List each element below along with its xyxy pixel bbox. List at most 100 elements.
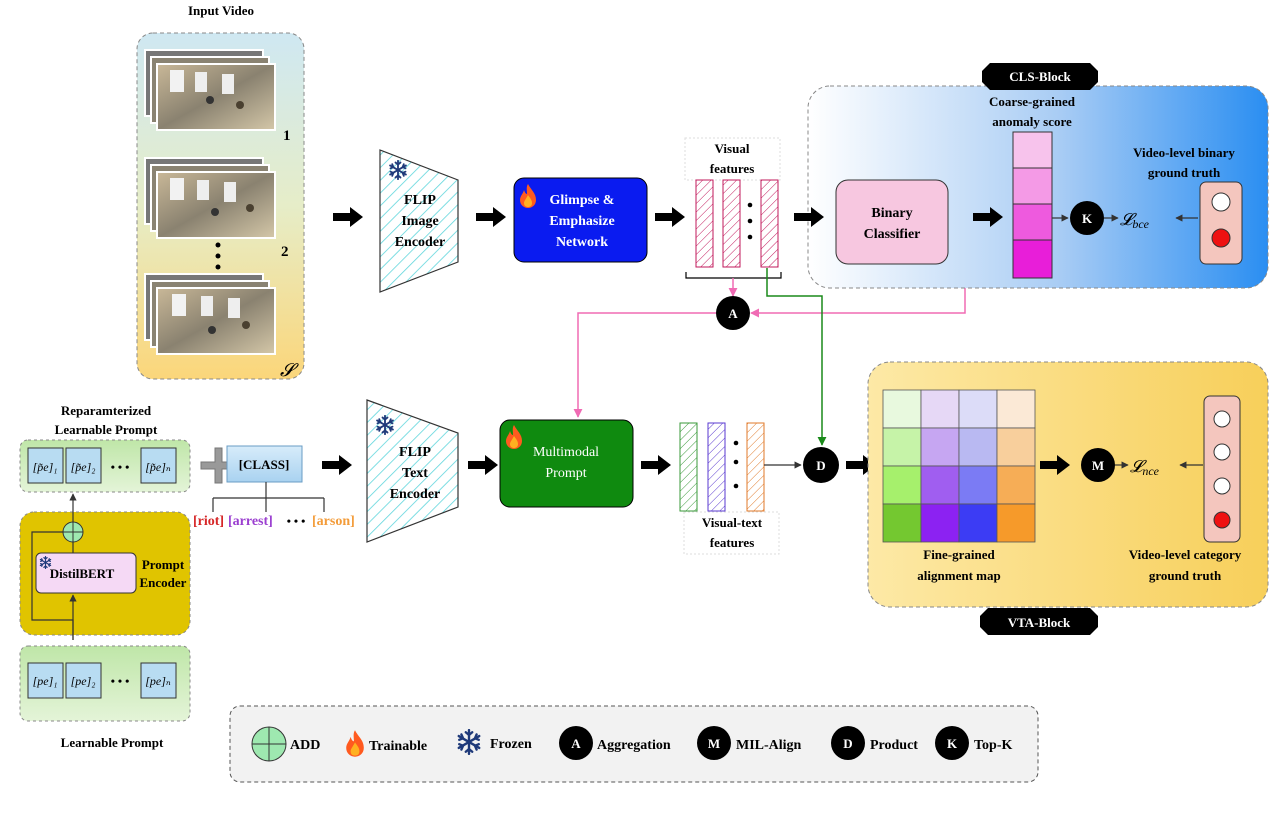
frame-stack-1 [144,49,276,131]
cls-block-tag [982,63,1098,90]
learnable-prompt-label: Learnable Prompt [61,735,164,750]
prompt-encoder-line2: Encoder [140,575,187,590]
binary-ground-truth [1199,181,1243,265]
legend-frozen: Frozen [490,737,532,752]
binary-classifier [835,179,949,265]
vta-block-tag-label: VTA-Block [1008,615,1071,630]
svg-text:[p̃e]₁: [p̃e]₁ [33,460,58,474]
glimpse-network: Glimpse & Emphasize Network [513,177,648,263]
visual-features-line1: Visual [715,141,750,156]
legend-aggregation-icon [559,726,593,760]
image-encoder-line2: Image [401,214,438,229]
glimpse-line1: Glimpse & [550,193,615,208]
category-gt-line2: ground truth [1149,568,1222,583]
learnable-token-n: [pe]ₙ [140,662,177,699]
class-word-ellipsis: • • • [287,514,306,528]
mil-node [1081,448,1115,482]
arrow-glimpse-to-features [655,207,685,227]
arrow-text-encoder-to-multimodal [468,455,498,475]
multimodal-line2: Prompt [545,466,586,481]
legend-add: ADD [290,738,320,753]
binary-classifier-line1: Binary [871,206,912,221]
prompt-encoder-line1: Prompt [142,557,185,572]
legend-mil: MIL-Align [736,738,802,753]
legend-panel [229,705,1039,783]
fine-grained-alignment-map [882,389,1036,543]
learnable-token-2: [pe]₂ [65,662,102,699]
class-token: [CLASS] [226,445,303,483]
frame-number-1: 1 [283,128,291,144]
reparam-token-1: [p̃e]₁ [27,447,64,484]
legend-topk-icon [935,726,969,760]
category-ground-truth [1203,395,1241,543]
coarse-anomaly-score-bar [1012,131,1053,279]
frames-ellipsis [215,242,221,270]
legend-mil-symbol: M [708,736,720,751]
binary-gt-line2: ground truth [1148,165,1221,180]
reparam-token-2: [p̃e]₂ [65,447,102,484]
legend-topk-symbol: K [947,736,958,751]
topk-node-label: K [1082,211,1093,226]
text-encoder-line2: Text [402,466,428,481]
arrow-video-to-encoder [333,207,363,227]
multimodal-prompt: Multimodal Prompt [499,419,634,508]
arrow-class-to-text-encoder [322,455,352,475]
product-node [803,447,839,483]
arrow-multimodal-to-vt-features [641,455,671,475]
multimodal-line1: Multimodal [533,445,599,460]
glimpse-line2: Emphasize [549,214,614,229]
coarse-score-line2: anomaly score [992,114,1072,129]
svg-text:[p̃e]ₙ: [p̃e]ₙ [145,460,171,474]
learnable-ellipsis: • • • [111,674,130,688]
category-gt-line1: Video-level category [1129,547,1242,562]
fine-map-line2: alignment map [917,568,1000,583]
visual-features-label-bg [684,137,781,181]
vt-features-line2: features [710,535,755,550]
add-node [62,521,84,543]
product-node-label: D [816,458,825,473]
image-encoder: FLIP Image Encoder [379,149,459,293]
topk-node [1070,201,1104,235]
frame-number-2: 2 [281,244,289,260]
features-to-product [766,268,827,446]
distilbert-label: DistilBERT [50,566,115,581]
legend-product-icon [831,726,865,760]
image-encoder-line1: FLIP [404,193,436,208]
frame-stack-2 [144,157,276,239]
vta-block-tag [980,608,1098,635]
svg-text:[p̃e]₂: [p̃e]₂ [71,460,96,474]
mil-node-label: M [1092,458,1104,473]
aggregation-node-label: A [728,306,738,321]
input-video-title: Input Video [188,3,254,18]
visual-feature-vectors [695,179,779,268]
class-word-riot: [riot] [193,514,224,529]
aggregation-to-multimodal [573,312,716,418]
class-word-arrest: [arrest] [228,514,273,529]
visual-features-line2: features [710,161,755,176]
frame-stack-n [144,273,276,355]
class-token-tree [212,482,325,512]
aggregation-node [716,296,750,330]
distilbert-box [35,552,137,594]
svg-text:[pe]₂: [pe]₂ [71,674,96,688]
reparam-token-n: [p̃e]ₙ [140,447,177,484]
svg-text:[pe]ₙ: [pe]ₙ [145,674,171,688]
svg-text:[CLASS]: [CLASS] [239,457,290,472]
legend-aggregation-symbol: A [571,736,581,751]
legend-aggregation: Aggregation [597,738,671,753]
reparam-ellipsis: • • • [111,460,130,474]
reparam-prompt-line2: Learnable Prompt [55,422,158,437]
legend-add-icon [251,726,287,762]
legend-product: Product [870,738,918,753]
fine-map-line1: Fine-grained [923,547,995,562]
legend-product-symbol: D [843,736,852,751]
text-encoder-line3: Encoder [390,487,441,502]
vt-features-line1: Visual-text [702,515,763,530]
legend-trainable: Trainable [369,739,427,754]
glimpse-line3: Network [556,235,608,250]
reparam-prompt-line1: Reparamterized [61,403,152,418]
cls-block-tag-label: CLS-Block [1009,69,1071,84]
text-encoder-line1: FLIP [399,445,431,460]
binary-gt-line1: Video-level binary [1133,145,1235,160]
